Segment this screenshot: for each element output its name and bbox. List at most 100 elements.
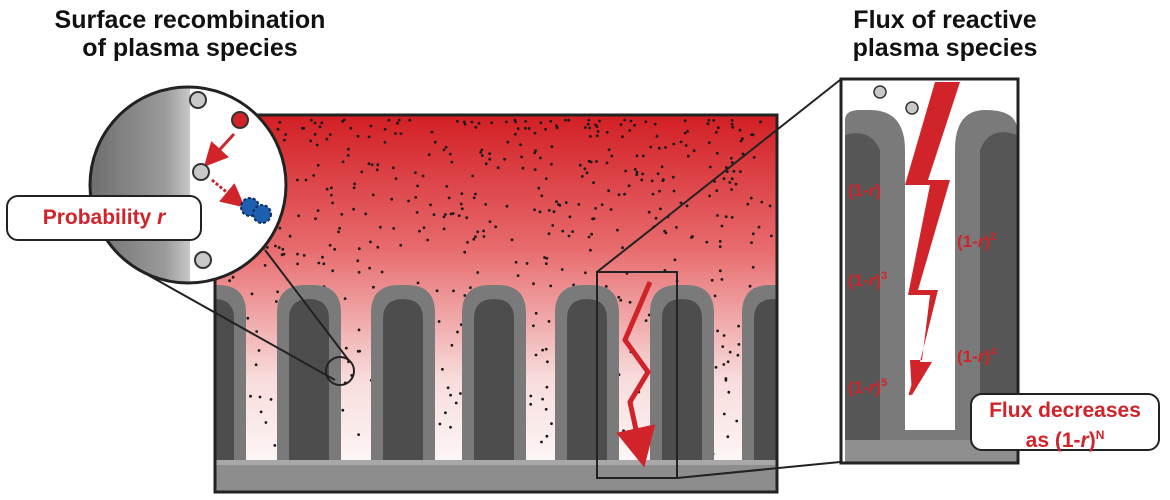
plasma-dot [622, 429, 625, 433]
plasma-dot [441, 367, 444, 371]
plasma-dot [325, 187, 329, 191]
plasma-dot [692, 149, 696, 153]
plasma-dot [368, 266, 371, 270]
plasma-dot [457, 214, 461, 218]
plasma-dot [387, 118, 391, 122]
flux-label-2: (1-r)2 [957, 231, 996, 251]
plasma-dot [264, 421, 268, 424]
plasma-dot [751, 232, 755, 236]
plasma-dot [741, 152, 745, 156]
flux-label-5: (1-r)5 [848, 377, 887, 397]
plasma-dot [228, 279, 232, 283]
plasma-dot [590, 232, 593, 236]
plasma-dot [460, 207, 464, 211]
plasma-dot [360, 170, 364, 174]
plasma-dot [715, 151, 719, 155]
plasma-dot [572, 283, 575, 287]
plasma-dot [524, 126, 527, 130]
plasma-dot [471, 174, 475, 178]
plasma-dot [708, 194, 711, 198]
plasma-dot [635, 173, 639, 177]
plasma-dot [437, 320, 441, 323]
plasma-dot [250, 292, 254, 296]
plasma-dot [302, 254, 306, 257]
plasma-dot [278, 120, 282, 124]
plasma-dot [551, 224, 555, 227]
plasma-dot [273, 444, 277, 447]
plasma-dot [604, 285, 608, 288]
plasma-dot [690, 236, 693, 239]
plasma-dot [580, 175, 584, 178]
plasma-dot [255, 330, 259, 333]
plasma-dot [592, 181, 595, 185]
plasma-dot [477, 121, 481, 125]
plasma-dot [513, 132, 517, 136]
plasma-dot [589, 135, 592, 138]
plasma-dot [277, 246, 281, 249]
adsorbed-particle-icon [192, 163, 210, 181]
plasma-dot [278, 226, 282, 230]
plasma-dot [726, 435, 730, 439]
plasma-dot [710, 278, 714, 282]
plasma-dot [716, 329, 719, 333]
plasma-dot [621, 135, 624, 139]
plasma-dot [532, 324, 535, 328]
plasma-dot [647, 210, 651, 214]
plasma-dot [720, 278, 724, 281]
plasma-dot [463, 122, 467, 126]
plasma-dot [749, 196, 753, 200]
plasma-dot [476, 230, 480, 234]
plasma-dot [529, 402, 533, 406]
plasma-dot [451, 212, 455, 215]
plasma-dot [730, 119, 734, 122]
plasma-dot [541, 397, 544, 401]
plasma-dot [376, 245, 380, 249]
plasma-dot [583, 167, 587, 171]
plasma-dot [589, 248, 592, 252]
plasma-dot [595, 160, 598, 163]
plasma-dot [490, 121, 494, 125]
plasma-dot [683, 119, 687, 123]
plasma-dot [414, 196, 418, 199]
plasma-dot [673, 258, 677, 262]
plasma-dot [549, 284, 553, 288]
plasma-dot [418, 229, 421, 233]
plasma-dot [730, 216, 734, 219]
plasma-dot [465, 216, 469, 220]
plasma-dot [391, 166, 395, 170]
plasma-dot [664, 231, 668, 235]
plasma-dot [263, 264, 267, 267]
plasma-dot [659, 207, 662, 211]
plasma-dot [751, 265, 755, 269]
plasma-dot [383, 140, 387, 144]
plasma-dot [609, 208, 613, 211]
plasma-dot [367, 135, 371, 139]
plasma-dot [503, 157, 506, 161]
plasma-dot [330, 186, 333, 190]
plasma-dot [449, 425, 452, 429]
plasma-dot [732, 169, 736, 173]
plasma-dot [454, 401, 458, 405]
plasma-dot [533, 131, 537, 135]
plasma-dot [547, 320, 551, 323]
plasma-dot [328, 243, 332, 247]
plasma-dot [586, 122, 590, 126]
plasma-dot [304, 178, 308, 182]
plasma-dot [320, 121, 324, 125]
plasma-dot [624, 169, 628, 173]
plasma-dot [488, 220, 492, 224]
main-frame [213, 113, 779, 494]
plasma-dot [547, 209, 551, 212]
plasma-dot [589, 160, 593, 164]
plasma-dot [571, 230, 574, 234]
plasma-dot [722, 363, 726, 366]
plasma-dot [521, 166, 525, 170]
plasma-dot [539, 156, 542, 160]
flux-zigzag-arrow-large [905, 82, 960, 395]
plasma-dot [555, 126, 559, 130]
adsorbed-particle-icon [194, 251, 212, 269]
plasma-dot [605, 131, 609, 134]
plasma-dot [540, 440, 543, 444]
plasma-dot [438, 422, 442, 426]
